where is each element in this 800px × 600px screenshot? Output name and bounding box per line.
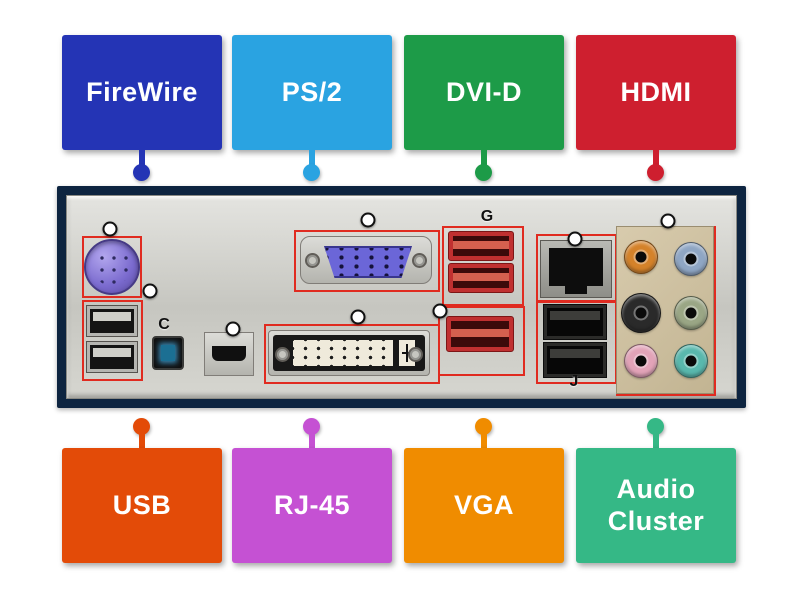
audio-jack-green [674,296,708,330]
ps2-port [84,239,140,295]
connector-stem [653,433,659,449]
connector-dot [475,418,492,435]
connector-stem [481,433,487,449]
vga-port [300,236,432,284]
dvi-connector [273,335,425,371]
dvi-port [268,330,430,376]
label-text: DVI-D [446,76,522,107]
label-card[interactable]: DVI-D [404,35,564,150]
port-letter-g: G [480,208,494,225]
usb-port-right-2 [543,342,607,378]
label-rj45[interactable]: RJ-45 [232,410,392,565]
connector-dot [303,418,320,435]
audio-jack-blue [674,242,708,276]
label-text: RJ-45 [273,489,351,520]
label-ps2[interactable]: PS/2 [232,35,392,185]
vga-connector [324,246,412,278]
vga-screw-right [412,253,427,268]
highlight-box-firewire [438,306,525,376]
connector-dot [303,164,320,181]
connector-stem [139,149,145,165]
answer-marker-firewire[interactable] [432,303,448,319]
usb-port-left-2 [86,341,138,373]
dvi-pin-grid [293,340,393,366]
audio-jack-cluster [616,226,714,394]
highlight-box-vga [294,230,440,292]
highlight-box-esata-pair [442,226,524,306]
rj45-port [540,240,612,298]
connector-dot [133,418,150,435]
label-firewire[interactable]: FireWire [62,35,222,185]
connector-dot [133,164,150,181]
label-dvi-d[interactable]: DVI-D [404,35,564,185]
io-backplate-image: C G J [57,186,746,408]
connector-stem [653,149,659,165]
hdmi-port [204,332,254,376]
connector-dot [475,164,492,181]
ps2-pinholes [93,248,131,286]
label-text: USB [112,489,172,520]
label-card[interactable]: FireWire [62,35,222,150]
optical-audio-port [152,336,184,370]
answer-marker-usb[interactable] [142,283,158,299]
optical-lens [161,345,175,361]
label-card[interactable]: USB [62,448,222,563]
audio-jack-black [621,293,661,333]
connector-stem [309,149,315,165]
label-text: VGA [453,489,514,520]
connector-stem [481,149,487,165]
label-hdmi[interactable]: HDMI [576,35,736,185]
answer-marker-hdmi[interactable] [225,321,241,337]
label-card[interactable]: Audio Cluster [576,448,736,563]
answer-marker-vga[interactable] [360,212,376,228]
label-card[interactable]: HDMI [576,35,736,150]
hdmi-slot [212,346,246,361]
audio-jack-pink [624,344,658,378]
answer-marker-rj45[interactable] [567,231,583,247]
esata-port-top-1 [448,231,514,261]
label-text: HDMI [620,76,692,107]
label-usb[interactable]: USB [62,410,222,565]
firewire-port [446,316,514,352]
label-card[interactable]: RJ-45 [232,448,392,563]
connector-stem [309,433,315,449]
esata-port-top-2 [448,263,514,293]
connector-dot [647,164,664,181]
label-vga[interactable]: VGA [404,410,564,565]
audio-jack-teal [674,344,708,378]
label-card[interactable]: VGA [404,448,564,563]
port-letter-j: J [569,373,579,390]
connector-dot [647,418,664,435]
label-text: FireWire [86,76,198,107]
answer-marker-dvi[interactable] [350,309,366,325]
connector-stem [139,433,145,449]
rj45-opening [549,248,603,286]
answer-marker-ps2[interactable] [102,221,118,237]
dvi-screw-right [408,347,423,362]
audio-jack-orange [624,240,658,274]
label-audio-cluster[interactable]: Audio Cluster [576,410,736,565]
answer-marker-audio[interactable] [660,213,676,229]
label-text: PS/2 [281,76,343,107]
dvi-screw-left [275,347,290,362]
label-text: Audio Cluster [607,474,705,536]
label-card[interactable]: PS/2 [232,35,392,150]
usb-port-right-1 [543,304,607,340]
highlight-box-usb-left [82,300,143,381]
port-letter-c: C [158,316,170,333]
usb-port-left-1 [86,305,138,337]
highlight-box-ps2 [82,236,142,298]
rj45-tab-slot [565,286,587,294]
vga-screw-left [305,253,320,268]
